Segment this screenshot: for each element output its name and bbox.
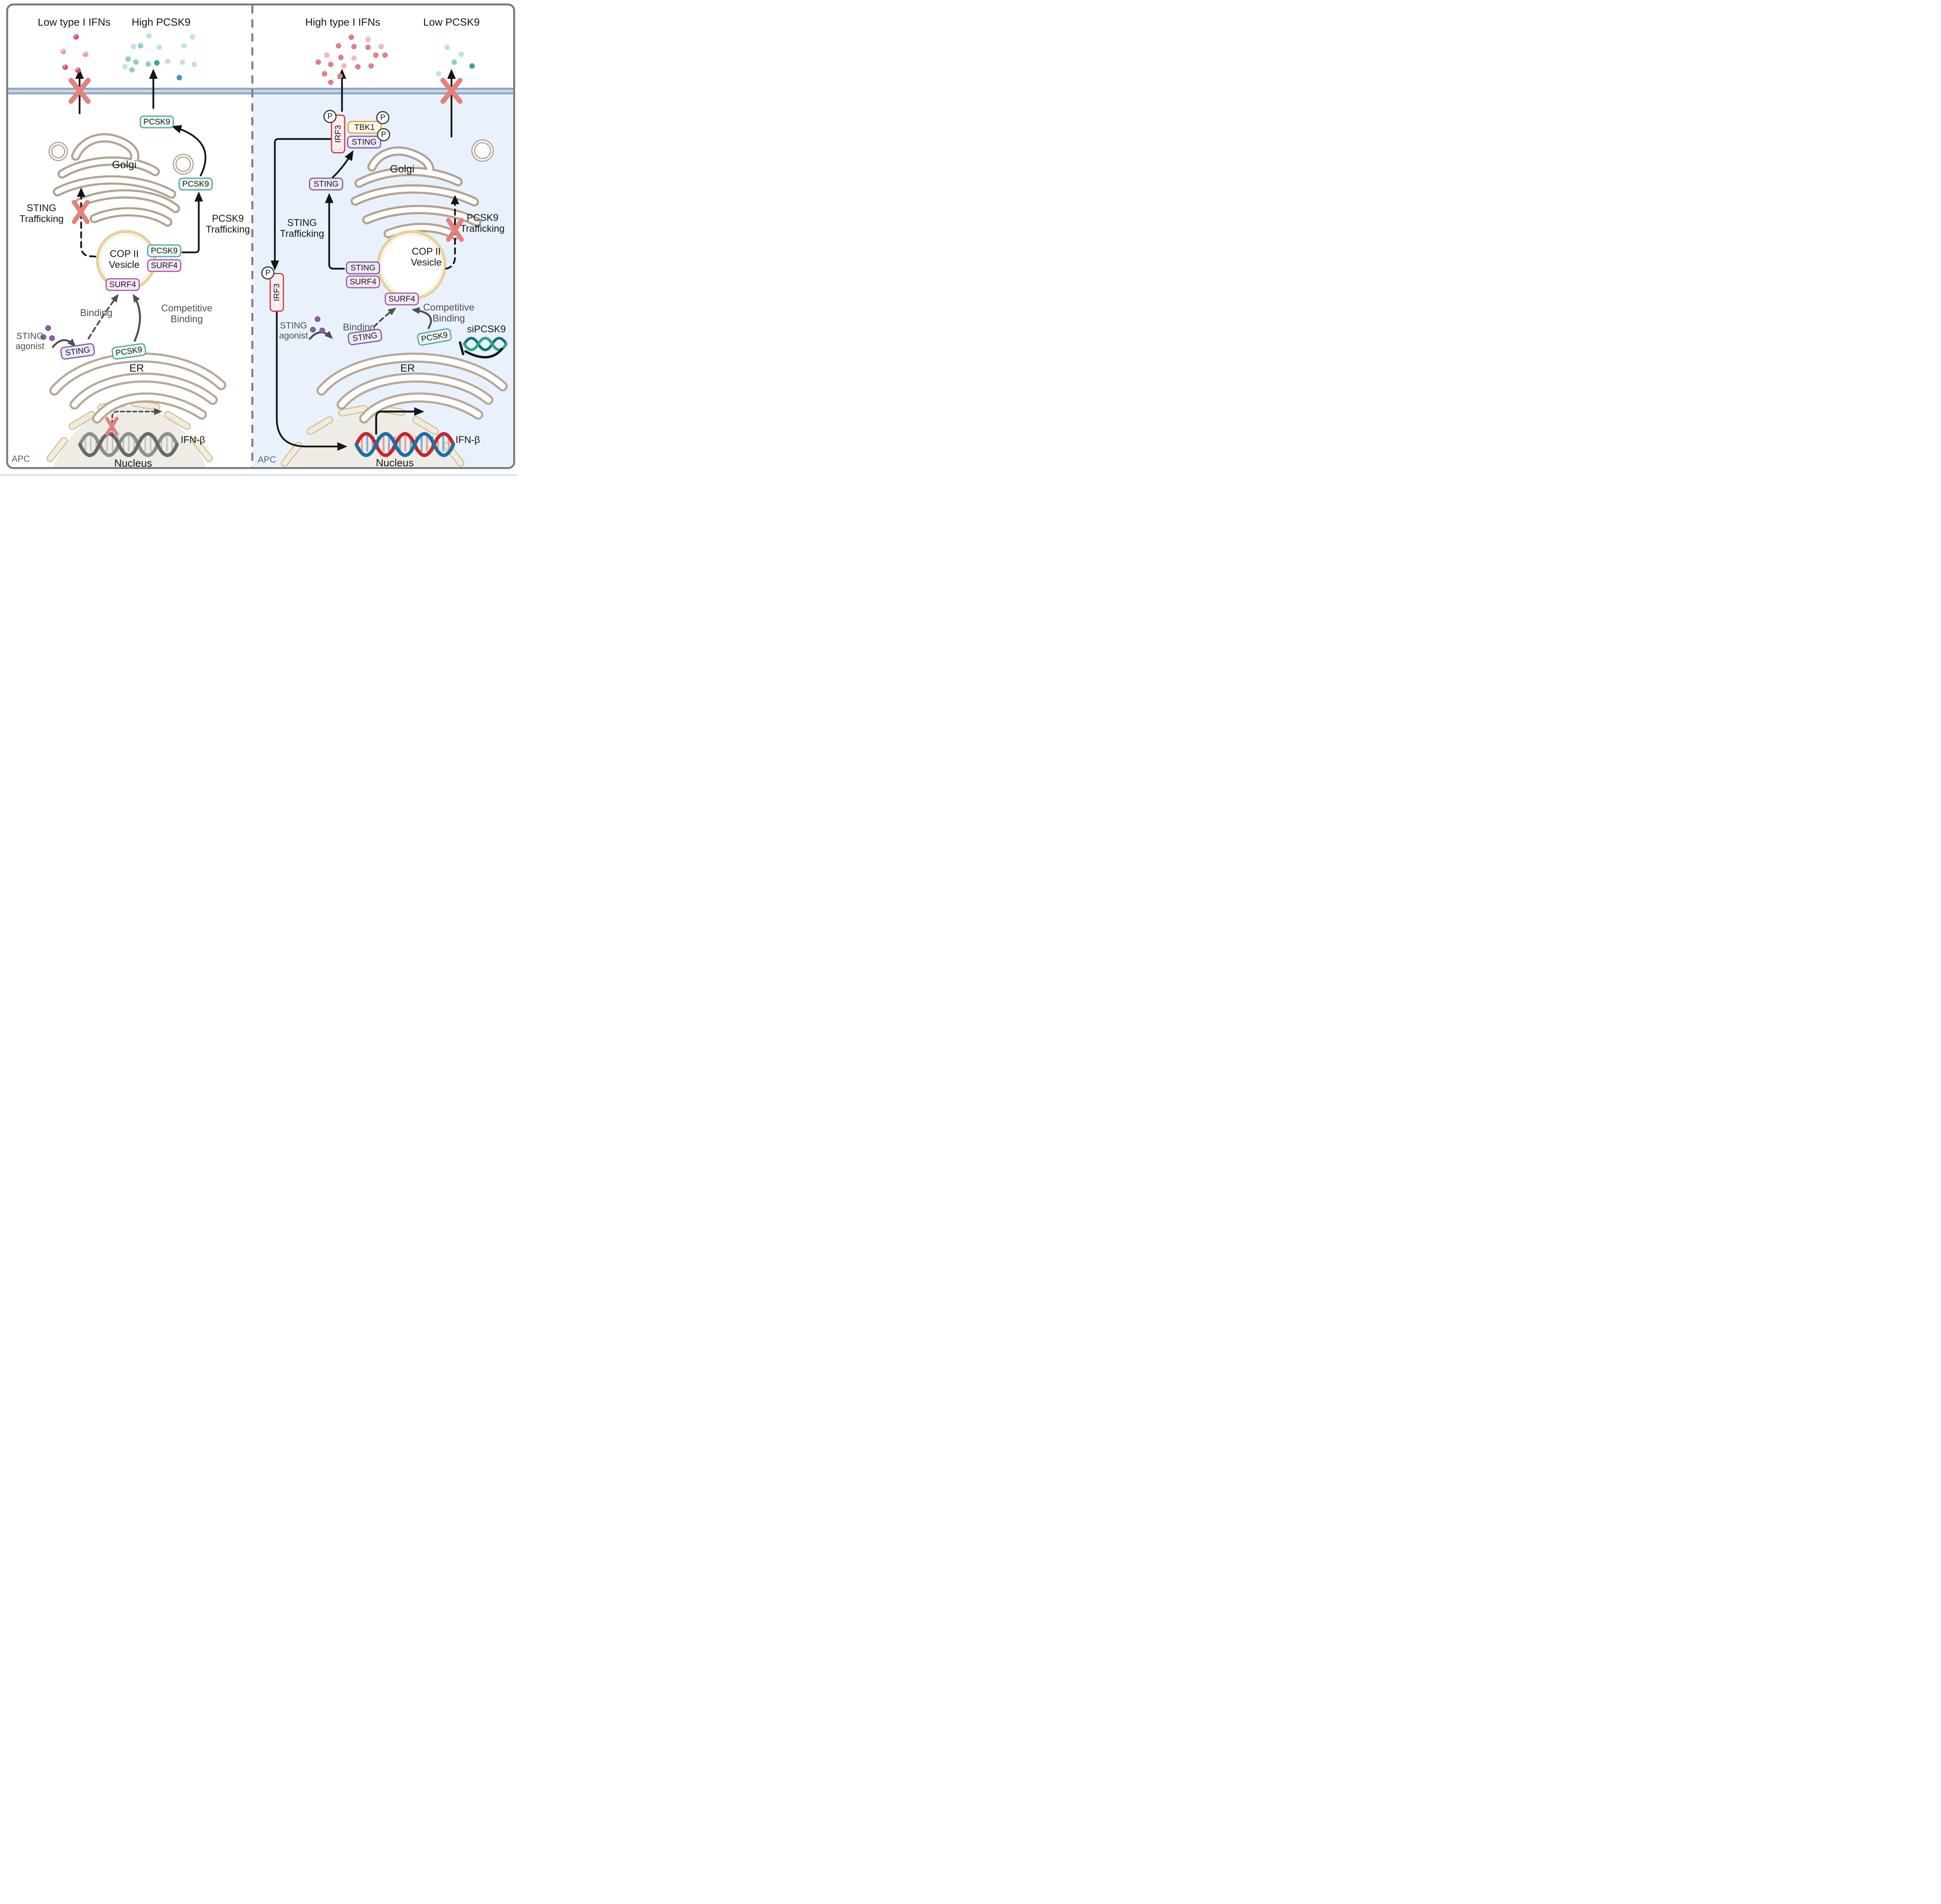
- sting-agonist-label-left: STING agonist: [15, 331, 45, 351]
- arrow-sipcsk9-inhibition: [464, 348, 503, 359]
- title-ifn-right: High type I IFNs: [305, 16, 380, 28]
- arrow-sting-to-complex: [331, 150, 354, 179]
- golgi-label-left: Golgi: [112, 158, 137, 170]
- arrow-binding-right: [373, 307, 396, 328]
- er-label-left: ER: [129, 362, 144, 374]
- dna-ifnb-left: [78, 432, 179, 457]
- arrow-competitive-right: [411, 307, 432, 329]
- pcsk9-pill-vesicle-left: PCSK9: [147, 244, 181, 257]
- x-ifn-membrane-left: [68, 78, 91, 104]
- x-pcsk9-membrane-right: [440, 78, 463, 104]
- sting-pill-complex-right: STING: [347, 136, 381, 149]
- golgi-left: [49, 138, 194, 222]
- sipcsk9-inhibition-bar: [459, 341, 464, 355]
- arrows-black: [75, 69, 503, 451]
- arrow-irf3-release: [271, 138, 332, 271]
- sting-trafficking-label-right: STING Trafficking: [280, 217, 324, 239]
- pcsk9-trafficking-label-right: PCSK9 Trafficking: [460, 212, 505, 234]
- sting-trafficking-label-left: STING Trafficking: [19, 202, 64, 224]
- arrow-competitive-left: [132, 294, 141, 342]
- surf4-pill-vesicle-bottom-left: SURF4: [106, 278, 140, 291]
- arrow-agonist-left: [52, 339, 76, 348]
- x-ifnb-transcription-left: [105, 417, 119, 436]
- pcsk9-trafficking-label-left: PCSK9 Trafficking: [206, 213, 250, 235]
- nucleus-label-right: Nucleus: [376, 457, 414, 469]
- x-sting-trafficking-left: [72, 200, 90, 224]
- arrow-golgi-pcsk9: [171, 125, 207, 177]
- competitive-binding-label-left: Competitive Binding: [161, 302, 212, 325]
- er-label-right: ER: [400, 362, 415, 374]
- cell-outline: Low type I IFNs High PCSK9 High type I I…: [6, 3, 515, 469]
- binding-label-left: Binding: [80, 307, 113, 318]
- x-pcsk9-trafficking-right: [446, 218, 464, 242]
- sirna-icon: [463, 337, 508, 351]
- golgi-right: [355, 139, 494, 235]
- bottom-edge-strip: [0, 474, 517, 476]
- pcsk9-pill-golgi-top-left: PCSK9: [140, 115, 174, 129]
- competitive-binding-label-right: Competitive Binding: [423, 302, 474, 324]
- phospho-tbk1: P: [376, 111, 389, 124]
- ifn-dots-right: [316, 35, 388, 85]
- apc-label-left: APC: [12, 453, 30, 464]
- arrow-sting-trafficking-right: [325, 193, 345, 270]
- ifn-dots-left: [61, 34, 88, 73]
- arrows-gray-dashed: [87, 294, 396, 437]
- pcsk9-dots-left: [122, 33, 197, 80]
- arrow-binding-left: [87, 294, 119, 340]
- surf4-pill-vesicle-bottom-right: SURF4: [385, 292, 419, 306]
- blocked-x-marks: [68, 78, 464, 436]
- phospho-sting: P: [377, 128, 390, 141]
- golgi-label-right: Golgi: [390, 163, 415, 175]
- sting-pill-trafficking-right: STING: [309, 177, 343, 191]
- copii-label-right: COP II Vesicle: [411, 246, 442, 268]
- irf3-pill-cytosol-right: IRF3: [269, 273, 284, 312]
- apc-label-right: APC: [258, 454, 276, 465]
- ifnb-label-left: IFN-β: [181, 434, 205, 445]
- tbk1-pill-right: TBK1: [347, 121, 382, 134]
- title-pcsk9-right: Low PCSK9: [423, 16, 480, 28]
- arrow-transcription-right: [375, 407, 424, 435]
- sting-agonist-dots-left: [40, 325, 55, 341]
- sipcsk9-label: siPCSK9: [467, 323, 506, 335]
- arrow-pcsk9-trafficking-blocked: [445, 198, 456, 270]
- arrows-dashed-black: [80, 192, 456, 270]
- surf4-pill-vesicle-right: SURF4: [346, 275, 380, 288]
- pcsk9-pill-golgi-left: PCSK9: [179, 177, 213, 191]
- title-pcsk9-left: High PCSK9: [132, 16, 191, 28]
- title-ifn-left: Low type I IFNs: [38, 16, 111, 28]
- ifnb-label-right: IFN-β: [455, 434, 480, 445]
- arrow-irf3-to-nucleus: [276, 310, 347, 451]
- dna-ifnb-right: [354, 432, 455, 457]
- arrow-transcription-blocked: [111, 408, 162, 437]
- nucleus-label-left: Nucleus: [114, 457, 152, 469]
- arrowhead-pcsk9-blocked: [451, 195, 459, 204]
- sting-agonist-dots-right: [310, 316, 325, 334]
- surf4-pill-vesicle-left: SURF4: [147, 259, 181, 272]
- plasma-membrane: [8, 88, 513, 94]
- arrow-pcsk9-trafficking-left: [181, 191, 203, 254]
- phospho-irf3-complex: P: [323, 110, 337, 123]
- sting-agonist-label-right: STING agonist: [279, 320, 308, 340]
- sting-pill-vesicle-right: STING: [346, 261, 380, 274]
- figure-stage: Low type I IFNs High PCSK9 High type I I…: [0, 0, 517, 476]
- arrowhead-sting-blocked: [77, 188, 85, 197]
- pcsk9-dots-right: [436, 45, 475, 76]
- arrows-gray: [52, 294, 432, 348]
- arrow-sting-trafficking-blocked: [80, 192, 99, 258]
- phospho-irf3-cytosol: P: [261, 266, 274, 280]
- copii-label-left: COP II Vesicle: [109, 248, 140, 270]
- diagram-graphics: [8, 5, 513, 467]
